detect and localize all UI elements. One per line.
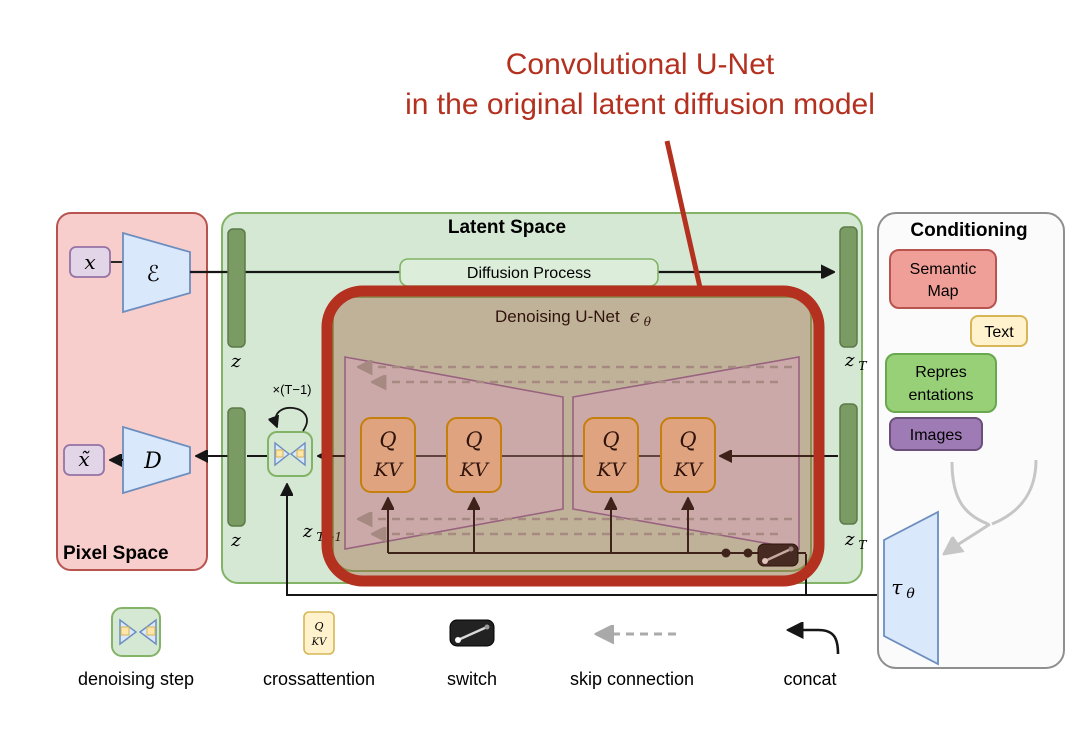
legend-switch-icon (449, 619, 495, 647)
images-label: Images (910, 427, 962, 444)
zT-bar-bottom (839, 403, 858, 525)
legend-switch-icon-dot-2 (484, 624, 490, 630)
output-x-tilde-box (63, 444, 105, 476)
latent-space-title: Latent Space (448, 217, 566, 238)
z-bar-top (227, 228, 246, 348)
images-box (889, 417, 983, 451)
legend-switch-icon-dot-1 (455, 637, 461, 643)
zT-top-sub: T (858, 359, 867, 373)
qkv-kv-label-3: KV (596, 459, 627, 481)
tau-sub: θ (906, 586, 915, 602)
switch-icon-dot-2 (788, 546, 794, 552)
loop-label: ×(T−1) (272, 382, 311, 397)
qkv-box-1 (360, 417, 416, 493)
epsilon-sub-label: θ (644, 315, 652, 329)
figure-title-line2: in the original latent diffusion model (405, 88, 875, 121)
z-bar-bottom (227, 407, 246, 527)
legend-skip-connection-label: skip connection (570, 669, 694, 689)
legend-crossattention-q: Q (314, 620, 323, 633)
qkv-box-2 (446, 417, 502, 493)
encoder-trapezoid (122, 231, 191, 314)
text-box (970, 315, 1028, 347)
switch-icon-dot-1 (762, 558, 768, 564)
legend-crossattention-kv: KV (311, 637, 328, 648)
annotation-pointer-line (664, 140, 704, 293)
encoder-label: ℰ (146, 262, 159, 287)
qkv-kv-label-4: KV (673, 459, 704, 481)
denoising-step-icon-yellow-dot-1 (275, 449, 284, 458)
figure-title-line1: Convolutional U-Net (506, 48, 775, 81)
zT-top-label: z T (844, 350, 867, 373)
pixel-space-panel (56, 212, 208, 571)
legend-denoising-step-icon (111, 607, 161, 657)
qkv-q-label-2: Q (465, 428, 482, 452)
zT-top-base: z (844, 350, 855, 371)
input-x-box (69, 246, 111, 278)
pixel-space-title: Pixel Space (63, 543, 169, 564)
denoising-step-icon-yellow-dot-2 (296, 449, 305, 458)
legend-concat-icon (788, 630, 840, 655)
semantic-map-box (889, 249, 997, 309)
junction-dot-2 (743, 548, 753, 558)
zT-bottom-label: z T (844, 529, 867, 552)
loop-arrow (276, 406, 308, 432)
legend-switch-icon-lever (457, 625, 488, 642)
denoising-unet-title-text: Denoising U-Net (495, 307, 620, 326)
legend-crossattention-icon: Q KV (303, 611, 335, 655)
legend-denoising-step-yellow-dot-1 (120, 626, 130, 636)
zT-bar-top (839, 226, 858, 348)
representations-box (885, 353, 997, 413)
qkv-kv-label-1: KV (373, 459, 404, 481)
legend-crossattention-label: crossattention (263, 669, 375, 689)
unet-highlight-ring (321, 285, 825, 587)
legend-crossattention-icon-body (303, 611, 335, 655)
representations-label-line1: Repres (915, 364, 967, 381)
switch-icon (757, 543, 799, 567)
z-top-label: z (230, 351, 241, 372)
text-box-label: Text (984, 324, 1014, 341)
decoder-trapezoid (122, 425, 191, 495)
qkv-q-label-1: Q (379, 428, 396, 452)
semantic-map-label-line1: Semantic (910, 261, 977, 278)
tau-base: τ (891, 575, 903, 599)
denoising-step-icon (267, 431, 313, 477)
output-x-tilde-label: x̃ (78, 447, 90, 471)
legend-concat-label: concat (783, 669, 836, 689)
junction-dot-1 (721, 548, 731, 558)
conditioning-merge-curve-left (950, 461, 989, 526)
tau-trapezoid (883, 510, 939, 666)
epsilon-label: ϵ (630, 306, 640, 327)
zT-bottom-base: z (844, 529, 855, 550)
qkv-box-3 (583, 417, 639, 493)
legend-switch-label: switch (447, 669, 497, 689)
qkv-box-4 (660, 417, 716, 493)
semantic-map-label-line2: Map (927, 283, 958, 300)
denoising-unet-title: Denoising U-Net ϵ θ (495, 306, 652, 329)
qkv-kv-label-2: KV (459, 459, 490, 481)
conditioning-merge-arrow (944, 522, 991, 554)
zT-minus1-base: z (302, 521, 313, 542)
legend-denoising-step-yellow-dot-2 (146, 626, 156, 636)
qkv-q-label-4: Q (679, 428, 696, 452)
representations-label-line2: entations (909, 387, 974, 404)
input-x-label: x (84, 250, 95, 274)
zT-bottom-sub: T (858, 538, 867, 552)
conditioning-merge-curve-right (991, 459, 1038, 526)
qkv-q-label-3: Q (602, 428, 619, 452)
switch-icon-lever (764, 547, 792, 563)
tau-label: τ θ (891, 575, 915, 602)
conditioning-title: Conditioning (910, 220, 1027, 241)
diffusion-process-label: Diffusion Process (467, 265, 591, 282)
decoder-label: D (143, 449, 162, 474)
z-bottom-label: z (230, 530, 241, 551)
conditioning-feed-line (287, 484, 884, 596)
legend-denoising-step-label: denoising step (78, 669, 194, 689)
